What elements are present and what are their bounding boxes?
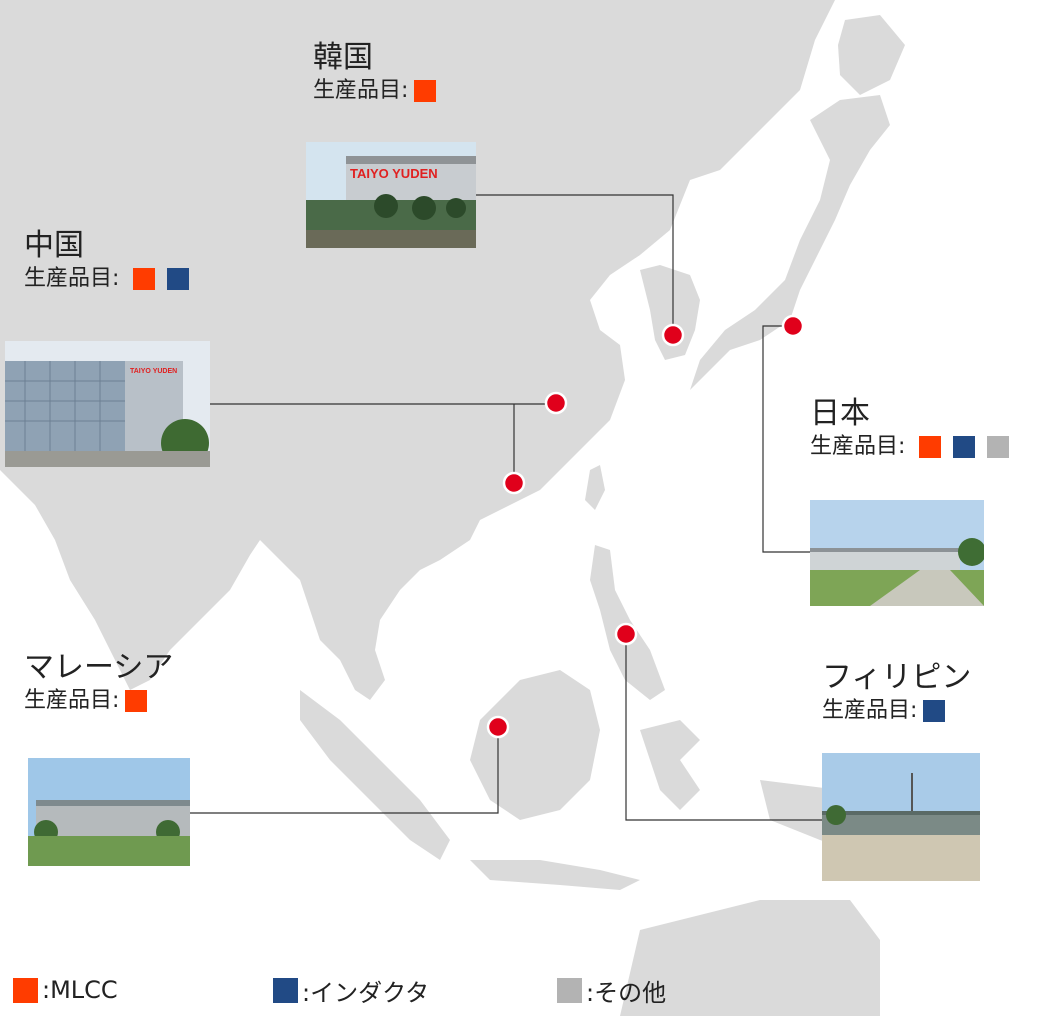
region-japan: 日本 生産品目: — [810, 396, 1010, 462]
region-malaysia: マレーシア 生産品目: — [24, 650, 173, 716]
region-name-japan: 日本 — [810, 396, 870, 431]
hokkaido-landmass — [838, 15, 905, 95]
connector-lines — [190, 194, 822, 821]
philippines-factory-marker — [614, 622, 638, 646]
taiwan-landmass — [585, 465, 605, 510]
region-name-malaysia: マレーシア — [24, 650, 174, 685]
legend-label-mlcc: :MLCC — [42, 976, 118, 1004]
legend-other: :その他 — [557, 973, 666, 1007]
japan-products: 生産品目: — [810, 432, 1010, 462]
mlcc-square-icon — [919, 436, 942, 458]
australia-landmass — [620, 900, 880, 1016]
korea-factory-photo: TAIYO YUDEN — [306, 142, 476, 248]
products-label: 生産品目: — [822, 698, 918, 723]
korea-photo-sign: TAIYO YUDEN — [350, 166, 438, 181]
region-korea: 韓国 生産品目: — [313, 40, 437, 106]
mlcc-square-icon — [125, 690, 148, 712]
philippines-products: 生産品目: — [822, 696, 971, 726]
china-factory-marker-south — [502, 471, 526, 495]
region-name-korea: 韓国 — [313, 40, 373, 75]
china-factory-photo: TAIYO YUDEN — [5, 341, 210, 467]
malaysia-connector — [190, 727, 499, 814]
china-factory-marker-north — [544, 391, 568, 415]
region-name-philippines: フィリピン — [822, 660, 972, 695]
korea-products: 生産品目: — [313, 76, 437, 106]
products-label: 生産品目: — [24, 688, 120, 713]
japan-landmass — [690, 95, 890, 390]
korea-connector — [476, 194, 674, 335]
philippines-connector — [625, 634, 822, 821]
other-square-icon — [987, 436, 1010, 458]
japan-factory-marker — [781, 314, 805, 338]
china-photo-sign: TAIYO YUDEN — [130, 368, 177, 375]
korea-factory-marker — [661, 323, 685, 347]
mlcc-square-icon — [133, 268, 156, 290]
legend-inductor: :インダクタ — [273, 973, 429, 1007]
malaysia-products: 生産品目: — [24, 686, 173, 716]
sulawesi-landmass — [640, 720, 700, 810]
inductor-square-icon — [167, 268, 190, 290]
other-legend-swatch-icon — [557, 977, 582, 1003]
legend-mlcc: :MLCC — [13, 973, 118, 1007]
mainland-landmass — [0, 0, 835, 700]
inductor-legend-swatch-icon — [273, 977, 298, 1003]
philippines-landmass — [590, 545, 665, 700]
inductor-square-icon — [923, 700, 946, 722]
malaysia-factory-photo — [28, 758, 190, 866]
mlcc-square-icon — [414, 80, 437, 102]
borneo-landmass — [470, 670, 600, 820]
products-label: 生産品目: — [810, 434, 906, 459]
malaysia-factory-marker — [486, 715, 510, 739]
korea-landmass — [640, 265, 700, 360]
java-landmass — [470, 860, 640, 890]
products-label: 生産品目: — [24, 266, 120, 291]
japan-connector — [762, 325, 810, 553]
region-philippines: フィリピン 生産品目: — [822, 660, 971, 726]
china-products: 生産品目: — [24, 264, 190, 294]
philippines-factory-photo — [822, 753, 980, 881]
products-label: 生産品目: — [313, 78, 409, 103]
region-name-china: 中国 — [24, 228, 84, 263]
legend-label-inductor: :インダクタ — [302, 978, 430, 1007]
region-china: 中国 生産品目: — [24, 228, 190, 294]
sumatra-landmass — [300, 690, 450, 860]
inductor-square-icon — [953, 436, 976, 458]
japan-factory-photo — [810, 500, 984, 606]
mlcc-legend-swatch-icon — [13, 977, 38, 1003]
legend-label-other: :その他 — [586, 978, 667, 1007]
